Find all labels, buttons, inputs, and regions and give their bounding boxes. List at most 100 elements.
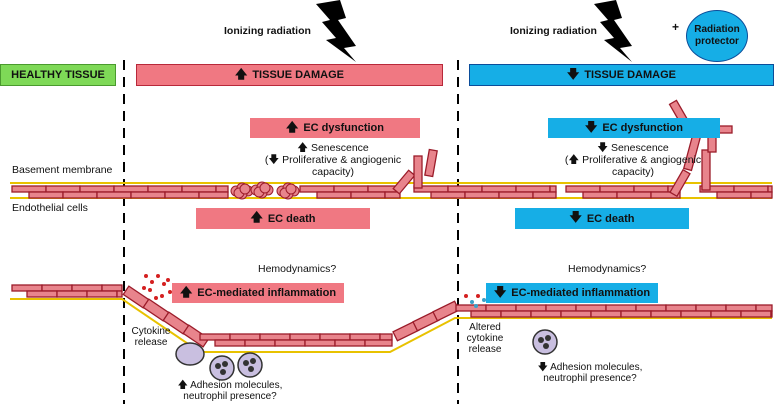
endothelial-cell (384, 191, 401, 199)
ec-death-label: EC death (267, 212, 316, 225)
ec-inflammation-down-box: 🡇EC-mediated inflammation (486, 283, 658, 303)
adhesion-line1: Adhesion molecules, (550, 362, 643, 373)
endothelial-cell (101, 284, 123, 292)
arrow-down-icon: 🡇 (569, 210, 582, 224)
endothelial-cell (532, 191, 557, 199)
endothelial-cell (79, 185, 115, 193)
apoptotic-bleb (230, 182, 254, 200)
endothelial-cell (304, 339, 336, 347)
healthy-tissue-label: HEALTHY TISSUE (11, 69, 105, 81)
endothelial-cell (770, 310, 773, 318)
detached-cell (424, 148, 438, 178)
endothelial-cell (750, 191, 773, 199)
neutrophil-icon-right (532, 329, 558, 355)
endothelial-cell (259, 333, 291, 341)
ec-inflammation-label: EC-mediated inflammation (511, 287, 651, 299)
endothelial-cell (199, 333, 231, 341)
endothelial-cell (470, 310, 502, 318)
endothelial-cell (130, 191, 166, 199)
senescence-detail-line2: capacity) (611, 166, 654, 178)
radiation-protector-badge: Radiation protector (686, 10, 748, 62)
senescence-up-text: 🡅 Senescence (🡇 Proliferative & angiogen… (228, 142, 438, 178)
arrow-up-icon: 🡅 (234, 66, 248, 81)
endothelial-cell (26, 290, 58, 298)
cytokine-dot (166, 278, 170, 282)
hemodynamics-left: Hemodynamics? (258, 263, 337, 275)
cytokine-line3: release (468, 344, 502, 355)
endothelial-cell (11, 185, 47, 193)
endothelial-cell (289, 333, 321, 341)
endothelial-cell (455, 304, 487, 312)
cytokine-dot (470, 300, 474, 304)
endothelial-cell (364, 339, 393, 347)
tissue-damage-down-label: TISSUE DAMAGE (584, 69, 677, 81)
senescence-label: Senescence (610, 142, 669, 154)
endothelial-cell (599, 185, 635, 193)
senescence-detail-line2: capacity) (311, 166, 354, 178)
ec-death-label: EC death (586, 212, 635, 225)
adhesion-line2: neutrophil presence? (183, 391, 277, 402)
leukocyte-left (175, 342, 205, 366)
cytokine-dot (154, 296, 158, 300)
endothelial-cell (695, 304, 727, 312)
endothelial-cell (349, 333, 381, 341)
endothelial-cell (565, 185, 601, 193)
endothelial-cell (740, 310, 772, 318)
apoptotic-bleb (250, 181, 274, 199)
arrow-down-icon: 🡇 (566, 66, 580, 81)
endothelial-cell (96, 191, 132, 199)
arrow-up-icon: 🡅 (568, 154, 580, 166)
ec-inflammation-label: EC-mediated inflammation (197, 287, 337, 299)
tissue-damage-down-header: 🡇 TISSUE DAMAGE (469, 64, 774, 86)
endothelial-cell (11, 284, 43, 292)
adhesion-down-text: 🡇 Adhesion molecules, neutrophil presenc… (520, 362, 660, 384)
plus-sign: + (672, 20, 680, 34)
cytokine-release-right: Altered cytokine release (460, 322, 510, 355)
cytokine-dot (474, 304, 478, 308)
cytokine-dot (476, 294, 480, 298)
adhesion-line2: neutrophil presence? (543, 373, 637, 384)
endothelial-cell (350, 191, 386, 199)
arrow-down-icon: 🡇 (537, 362, 548, 373)
arrow-up-icon: 🡅 (177, 380, 188, 391)
endothelial-cell (485, 304, 517, 312)
lightning-bolt-icon-left (316, 0, 356, 62)
endothelial-cell (560, 310, 592, 318)
ec-dysfunction-down-box: 🡇EC dysfunction (548, 118, 720, 138)
endothelial-cell (45, 185, 81, 193)
endothelial-cell (86, 290, 118, 298)
paren-open: ( (264, 154, 269, 166)
cytokine-dot (142, 286, 146, 290)
senescence-detail-line1: Proliferative & angiogenic (282, 154, 402, 166)
endothelial-cell (333, 185, 369, 193)
endothelial-cell (244, 339, 276, 347)
endothelial-cell (755, 304, 773, 312)
endothelial-cell (680, 310, 712, 318)
endothelial-cell (334, 339, 366, 347)
endothelial-cell (164, 191, 200, 199)
endothelial-cell (447, 185, 483, 193)
endothelial-cell (274, 339, 306, 347)
endothelial-cell (725, 304, 757, 312)
endothelial-cell (41, 284, 73, 292)
ec-dysfunction-label: EC dysfunction (303, 122, 384, 134)
arrow-down-icon: 🡇 (597, 142, 609, 154)
senescence-down-text: 🡇 Senescence (🡅 Proliferative & angiogen… (528, 142, 738, 178)
endothelial-cell (198, 191, 229, 199)
endothelial-cell (113, 185, 149, 193)
ec-dysfunction-up-box: 🡅EC dysfunction (250, 118, 420, 138)
cytokine-dot (148, 288, 152, 292)
radiation-label-left: Ionizing radiation (224, 25, 311, 37)
arrow-up-icon: 🡅 (250, 210, 263, 224)
adhesion-line1: Adhesion molecules, (190, 380, 283, 391)
endothelial-cell (229, 333, 261, 341)
endothelial-cell (498, 191, 534, 199)
paren-open: ( (564, 154, 569, 166)
endothelial-cell (582, 191, 618, 199)
endothelial-cell (28, 191, 64, 199)
endothelial-cell (299, 185, 335, 193)
apoptotic-bleb (276, 182, 300, 200)
endothelial-cell (214, 339, 246, 347)
endothelial-cell (767, 185, 773, 193)
endothelial-cell (319, 333, 351, 341)
